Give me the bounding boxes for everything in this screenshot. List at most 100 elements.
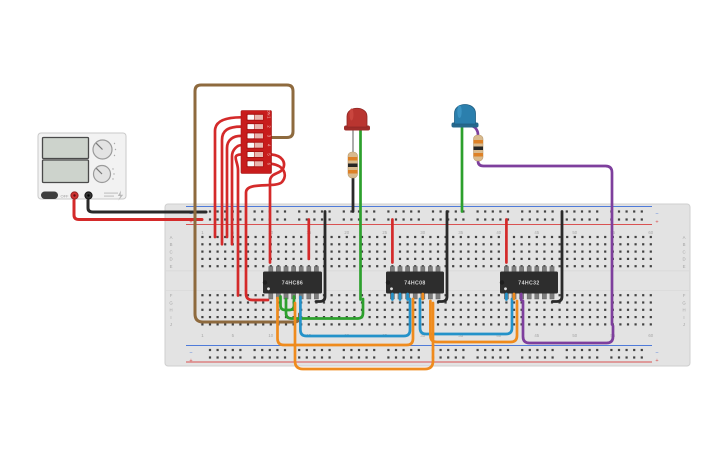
dip-toggle[interactable]: [247, 142, 255, 148]
hole: [474, 250, 478, 253]
hole: [269, 308, 272, 311]
dip-toggle[interactable]: [247, 161, 255, 167]
wire-orange-u3[interactable]: [429, 299, 519, 344]
hole: [338, 323, 341, 326]
hole: [368, 250, 371, 253]
hole: [338, 235, 341, 239]
resistor-band: [473, 153, 483, 157]
ic-body[interactable]: [500, 271, 558, 294]
rail-hole: [439, 210, 442, 213]
hole: [269, 301, 272, 304]
hole: [353, 323, 356, 326]
ic-label: 74HC86: [282, 281, 303, 287]
rail-hole: [543, 356, 547, 359]
ic-body[interactable]: [263, 271, 322, 294]
hole: [353, 308, 356, 311]
hole: [239, 265, 242, 268]
wire-dip-1[interactable]: [213, 115, 243, 239]
rail-hole: [521, 348, 524, 352]
hole: [535, 265, 538, 268]
rail-hole: [506, 218, 510, 221]
hole: [239, 257, 242, 260]
hole: [459, 265, 462, 268]
hole: [626, 301, 630, 304]
wire-blue-u2[interactable]: [418, 297, 514, 336]
wire-blue-u1[interactable]: [299, 295, 412, 338]
hole: [528, 265, 531, 268]
hole: [482, 316, 485, 319]
hole: [398, 243, 402, 246]
hole: [588, 257, 592, 260]
wire-orange-u2[interactable]: [293, 301, 435, 371]
power-toggle-button[interactable]: [41, 191, 58, 200]
wire-power-red[interactable]: [72, 196, 204, 221]
wire-gnd-74hc08[interactable]: [437, 210, 449, 303]
led-blue[interactable]: [451, 104, 479, 128]
rail-hole: [373, 218, 376, 221]
wire-purple-main[interactable]: [476, 156, 614, 326]
power-supply[interactable]: OFF: [37, 132, 127, 201]
wire-dip-7[interactable]: [268, 153, 286, 264]
hole: [330, 265, 333, 268]
rail-hole: [625, 218, 628, 221]
hole: [376, 250, 379, 253]
column-label: 35: [458, 230, 463, 235]
resistor-led-red[interactable]: [347, 151, 358, 179]
wire-purple-u[interactable]: [521, 299, 615, 345]
dip-toggle[interactable]: [247, 114, 255, 120]
hole: [528, 308, 531, 311]
hole: [505, 301, 508, 304]
hole: [566, 294, 569, 297]
hole: [482, 250, 485, 253]
rail-hole: [350, 356, 353, 359]
hole: [604, 250, 607, 253]
rail-hole: [476, 218, 479, 221]
dip-toggle[interactable]: [247, 152, 255, 157]
hole: [604, 301, 607, 304]
hole: [383, 235, 386, 239]
hole: [262, 301, 265, 304]
wire-dip-4[interactable]: [230, 143, 243, 246]
hole: [642, 243, 645, 246]
wire-orange-u1[interactable]: [276, 296, 415, 347]
resistor-led-blue[interactable]: [473, 134, 484, 162]
wire-green-u[interactable]: [284, 297, 365, 320]
wire-dip-3[interactable]: [225, 134, 243, 239]
ic-body[interactable]: [386, 271, 444, 294]
wire-dip-2[interactable]: [220, 125, 243, 246]
hole: [383, 301, 386, 304]
hole: [246, 243, 250, 246]
wire-gnd-74hc32[interactable]: [551, 210, 564, 303]
hole: [452, 316, 455, 319]
hole: [642, 250, 645, 253]
rail-hole: [617, 210, 621, 213]
hole: [414, 316, 417, 319]
rail-hole: [268, 356, 271, 359]
rail-hole: [491, 356, 494, 359]
hole: [528, 323, 531, 326]
rail-hole: [565, 218, 568, 221]
led-red[interactable]: [344, 107, 370, 131]
hole: [596, 243, 599, 246]
hole: [619, 235, 622, 239]
wire-gnd-74hc86[interactable]: [314, 210, 327, 303]
wire-dip-5[interactable]: [234, 153, 243, 297]
dip-toggle[interactable]: [247, 133, 255, 139]
hole: [239, 323, 242, 326]
rail-minus-label: −: [189, 350, 192, 356]
wire-dip-6[interactable]: [244, 162, 286, 302]
hole: [391, 323, 394, 326]
dip-toggle[interactable]: [247, 124, 255, 130]
hole: [604, 243, 607, 246]
knob-mark: [114, 148, 117, 151]
row-label: A: [170, 235, 173, 240]
hole: [360, 265, 364, 268]
hole: [520, 265, 523, 268]
rail-hole: [491, 210, 494, 213]
ic-notch: [385, 280, 391, 285]
rail-hole: [431, 218, 435, 221]
hole: [459, 235, 462, 239]
wire-power-black[interactable]: [86, 196, 208, 214]
rail-hole: [476, 210, 479, 213]
